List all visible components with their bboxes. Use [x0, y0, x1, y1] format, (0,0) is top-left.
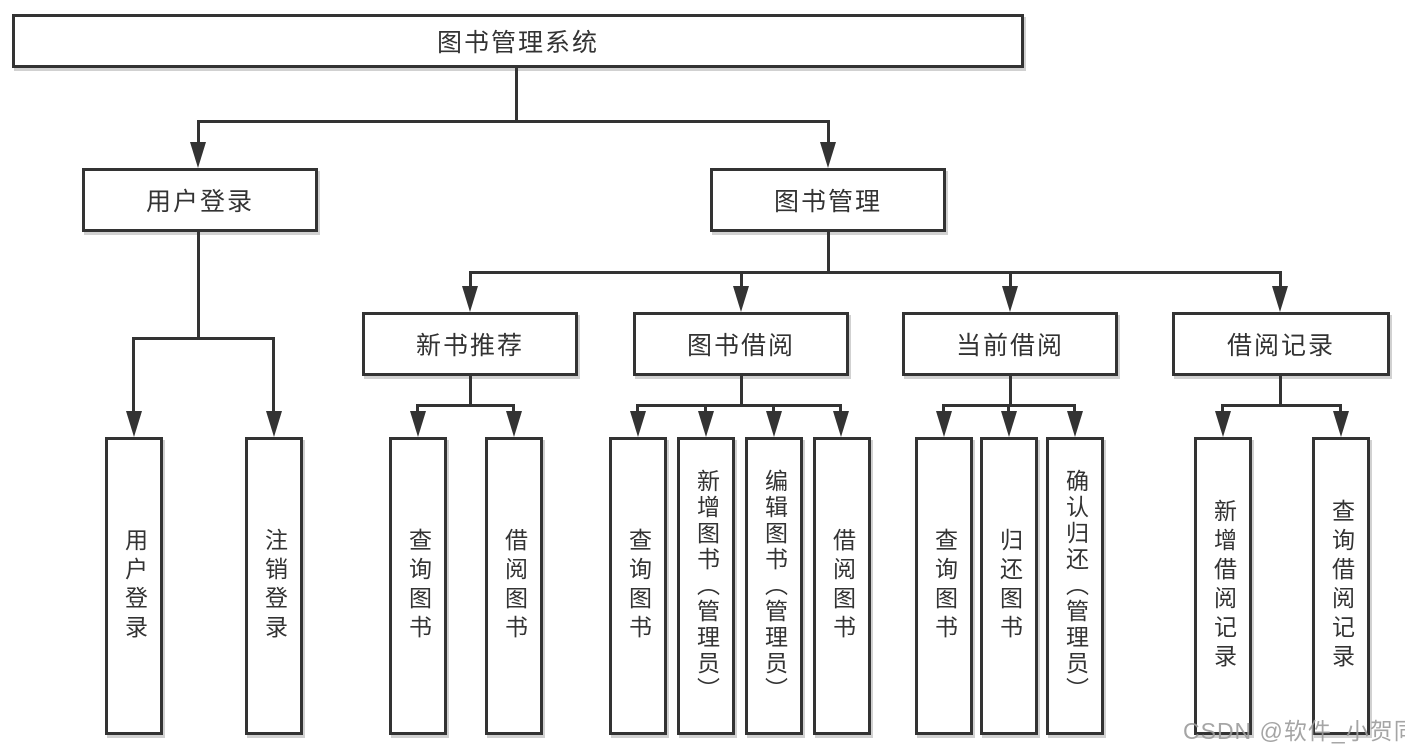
- connector-current-stem-1: [942, 404, 945, 415]
- connector-records-stem: [1279, 375, 1282, 407]
- node-label: 借阅记录: [1226, 332, 1335, 360]
- node-label: 图书借阅: [686, 332, 795, 360]
- node-label: 图书管理: [773, 188, 882, 216]
- connector-root-right-stem: [827, 120, 830, 146]
- arrowhead-icon: [766, 411, 782, 437]
- node-label: 确认归还（管理员）: [1062, 469, 1089, 703]
- connector-records-stem-1: [1221, 404, 1224, 415]
- leaf-add-borrow-record: 新增借阅记录: [1194, 437, 1252, 735]
- leaf-borrow-books-recommend: 借阅图书: [485, 437, 543, 735]
- arrowhead-icon: [833, 411, 849, 437]
- node-label: 新增借阅记录: [1210, 499, 1237, 673]
- node-library-management-system: 图书管理系统: [12, 14, 1024, 68]
- arrowhead-icon: [630, 411, 646, 437]
- connector-bookmgmt-stem-2: [740, 271, 743, 291]
- node-current-borrowing: 当前借阅: [902, 312, 1118, 376]
- leaf-search-books-recommend: 查询图书: [389, 437, 447, 735]
- connector-bookmgmt-stem-1: [469, 271, 472, 291]
- connector-userlogin-left-stem: [132, 337, 135, 415]
- leaf-confirm-return-admin: 确认归还（管理员）: [1046, 437, 1104, 735]
- leaf-edit-books-admin: 编辑图书（管理员）: [745, 437, 803, 735]
- arrowhead-icon: [1067, 411, 1083, 437]
- connector-borrowing-stem-1: [636, 404, 639, 415]
- node-label: 借阅图书: [829, 528, 856, 644]
- arrowhead-icon: [266, 411, 282, 437]
- node-label: 借阅图书: [501, 528, 528, 644]
- node-label: 当前借阅: [955, 332, 1064, 360]
- leaf-add-books-admin: 新增图书（管理员）: [677, 437, 735, 735]
- connector-newbook-stem-1: [416, 404, 419, 415]
- node-label: 用户登录: [145, 188, 254, 216]
- node-label: 新增图书（管理员）: [693, 469, 720, 703]
- leaf-search-books-borrowing: 查询图书: [609, 437, 667, 735]
- arrowhead-icon: [126, 411, 142, 437]
- leaf-user-login: 用户登录: [105, 437, 163, 735]
- node-label: 注销登录: [261, 528, 288, 644]
- connector-borrowing-stem-4: [839, 404, 842, 415]
- connector-root-left-stem: [197, 120, 200, 146]
- node-label: 查询借阅记录: [1328, 499, 1355, 673]
- node-new-book-recommendation: 新书推荐: [362, 312, 578, 376]
- node-book-borrowing: 图书借阅: [633, 312, 849, 376]
- node-label: 查询图书: [931, 528, 958, 644]
- node-label: 查询图书: [625, 528, 652, 644]
- leaf-borrow-books-borrowing: 借阅图书: [813, 437, 871, 735]
- watermark: CSDN @软件_小贺同学: [1183, 718, 1405, 744]
- arrowhead-icon: [733, 286, 749, 312]
- node-label: 查询图书: [405, 528, 432, 644]
- node-user-login: 用户登录: [82, 168, 318, 232]
- connector-newbook-stem: [469, 375, 472, 407]
- leaf-logout: 注销登录: [245, 437, 303, 735]
- node-book-management: 图书管理: [710, 168, 946, 232]
- arrowhead-icon: [506, 411, 522, 437]
- arrowhead-icon: [1272, 286, 1288, 312]
- connector-borrowing-stem-2: [704, 404, 707, 415]
- connector-borrowing-stem: [740, 375, 743, 407]
- connector-borrowing-stem-3: [772, 404, 775, 415]
- arrowhead-icon: [410, 411, 426, 437]
- connector-records-stem-2: [1339, 404, 1342, 415]
- connector-userlogin-stem: [197, 230, 200, 340]
- connector-records-hline: [1221, 404, 1342, 407]
- arrowhead-icon: [820, 142, 836, 168]
- connector-current-stem-3: [1073, 404, 1076, 415]
- leaf-return-books: 归还图书: [980, 437, 1038, 735]
- arrowhead-icon: [1333, 411, 1349, 437]
- node-label: 用户登录: [121, 528, 148, 644]
- connector-bookmgmt-stem: [827, 230, 830, 274]
- connector-bookmgmt-stem-4: [1279, 271, 1282, 291]
- connector-bookmgmt-hline: [469, 271, 1282, 274]
- node-label: 编辑图书（管理员）: [761, 469, 788, 703]
- connector-newbook-hline: [416, 404, 515, 407]
- node-borrowing-records: 借阅记录: [1172, 312, 1390, 376]
- connector-userlogin-hline: [132, 337, 275, 340]
- connector-bookmgmt-stem-3: [1009, 271, 1012, 291]
- arrowhead-icon: [1001, 411, 1017, 437]
- arrowhead-icon: [1002, 286, 1018, 312]
- connector-current-stem-2: [1007, 404, 1010, 415]
- arrowhead-icon: [1215, 411, 1231, 437]
- node-label: 新书推荐: [415, 332, 524, 360]
- leaf-search-books-current: 查询图书: [915, 437, 973, 735]
- connector-userlogin-right-stem: [272, 337, 275, 415]
- arrowhead-icon: [698, 411, 714, 437]
- node-label: 归还图书: [996, 528, 1023, 644]
- arrowhead-icon: [936, 411, 952, 437]
- leaf-search-borrow-record: 查询借阅记录: [1312, 437, 1370, 735]
- arrowhead-icon: [190, 142, 206, 168]
- connector-borrowing-hline: [636, 404, 842, 407]
- node-label: 图书管理系统: [436, 29, 599, 57]
- connector-root-stem: [515, 68, 518, 123]
- connector-current-stem: [1009, 375, 1012, 407]
- connector-newbook-stem-2: [512, 404, 515, 415]
- connector-root-hline: [197, 120, 830, 123]
- arrowhead-icon: [462, 286, 478, 312]
